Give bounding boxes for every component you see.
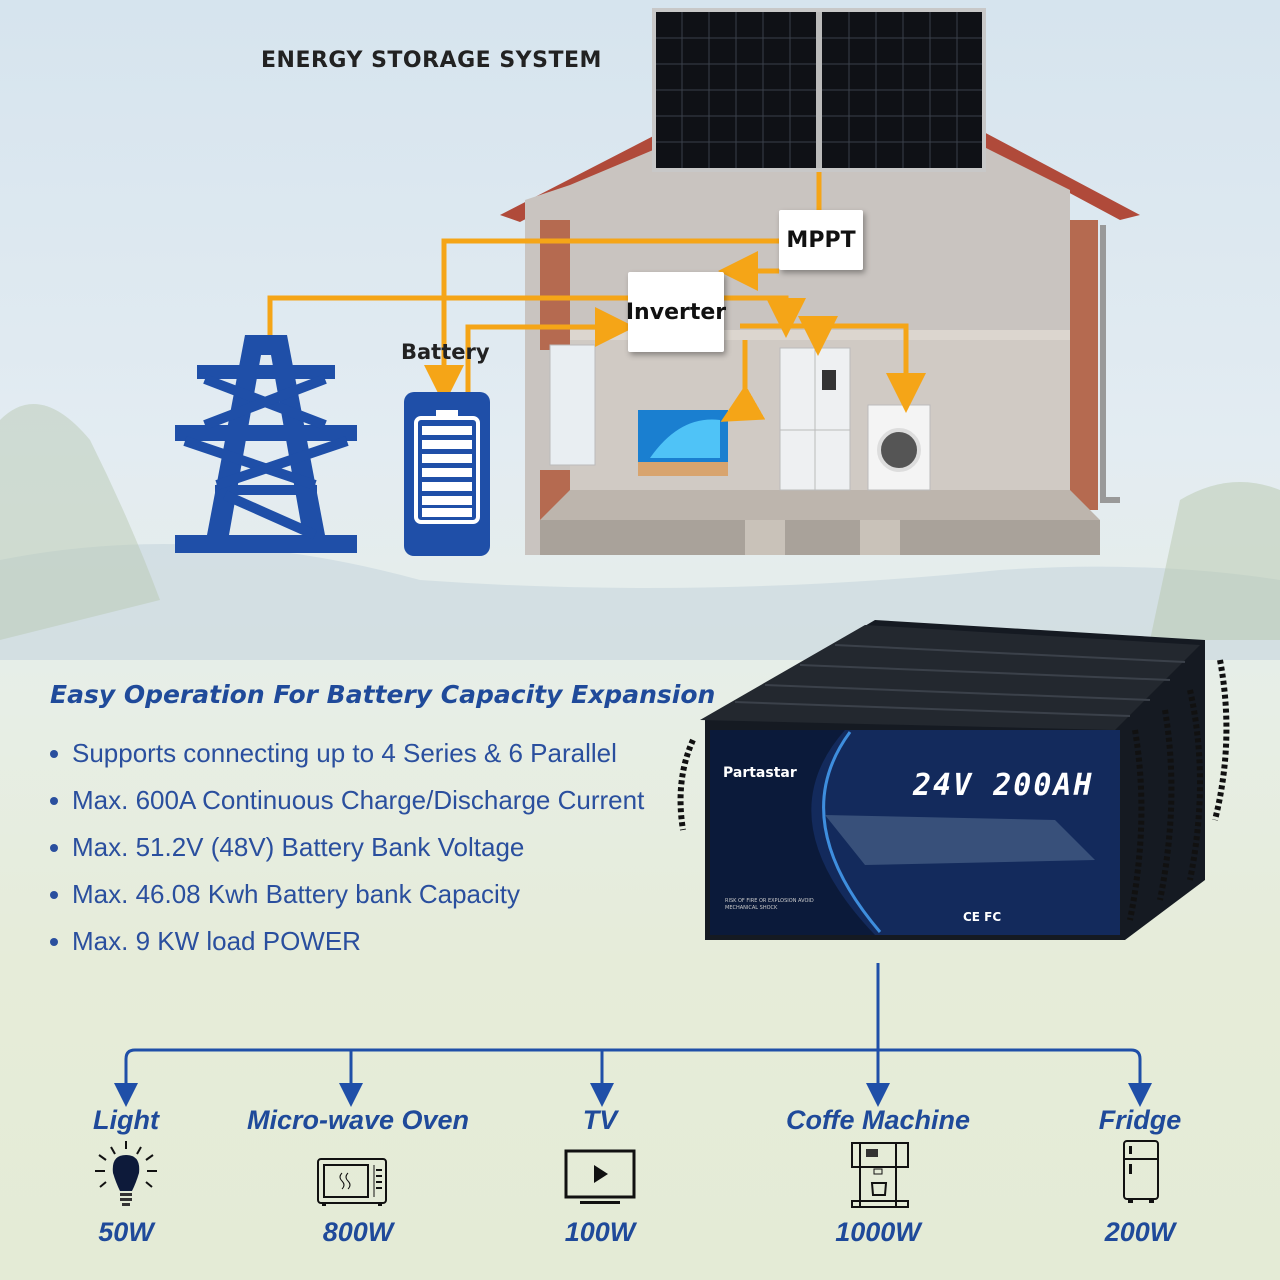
feature-item: Max. 46.08 Kwh Battery bank Capacity xyxy=(50,871,644,918)
load-name: Fridge xyxy=(1098,1105,1182,1135)
load-power: 800W xyxy=(322,1217,394,1247)
load-power: 100W xyxy=(564,1217,636,1247)
feature-item: Max. 51.2V (48V) Battery Bank Voltage xyxy=(50,824,644,871)
fridge-icon xyxy=(779,347,851,491)
load-power: 50W xyxy=(98,1217,154,1247)
energy-flow-lines xyxy=(267,172,926,422)
load-name: Light xyxy=(93,1105,159,1135)
mppt-node: MPPT xyxy=(779,210,863,270)
microwave-icon xyxy=(317,1158,387,1206)
brand-logo: Partastar xyxy=(723,765,797,781)
load-name: Micro-wave Oven xyxy=(246,1105,470,1135)
battery-label: Battery xyxy=(401,340,490,364)
model-label: 24V 200AH xyxy=(913,768,1094,803)
tv-icon xyxy=(564,1149,636,1204)
power-grid-tower-icon xyxy=(175,335,357,553)
battery-product-image: Partastar 24V 200AH RISK OF FIRE OR EXPL… xyxy=(675,620,1235,950)
certification-marks: CE FC xyxy=(963,910,1002,924)
battery-icon xyxy=(404,392,490,556)
tv-icon xyxy=(638,410,728,476)
features-heading: Easy Operation For Battery Capacity Expa… xyxy=(50,680,716,709)
load-name: TV xyxy=(582,1105,618,1135)
washing-machine-icon xyxy=(867,404,931,491)
feature-item: Supports connecting up to 4 Series & 6 P… xyxy=(50,730,644,777)
warning-label: RISK OF FIRE OR EXPLOSION AVOID MECHANIC… xyxy=(725,898,814,911)
coffee-machine-icon xyxy=(851,1142,909,1208)
load-power: 1000W xyxy=(835,1217,921,1247)
load-distribution-lines xyxy=(114,963,1152,1107)
solar-panel-icon xyxy=(652,8,986,172)
load-power: 200W xyxy=(1104,1217,1176,1247)
feature-item: Max. 9 KW load POWER xyxy=(50,918,644,965)
diagram-title: ENERGY STORAGE SYSTEM xyxy=(261,48,602,73)
feature-item: Max. 600A Continuous Charge/Discharge Cu… xyxy=(50,777,644,824)
house-appliances xyxy=(638,347,931,491)
light-bulb-icon xyxy=(95,1141,157,1206)
inverter-node: Inverter xyxy=(626,272,726,352)
fridge-icon xyxy=(1123,1140,1159,1203)
load-name: Coffe Machine xyxy=(785,1105,971,1135)
features-list: Supports connecting up to 4 Series & 6 P… xyxy=(50,730,644,965)
